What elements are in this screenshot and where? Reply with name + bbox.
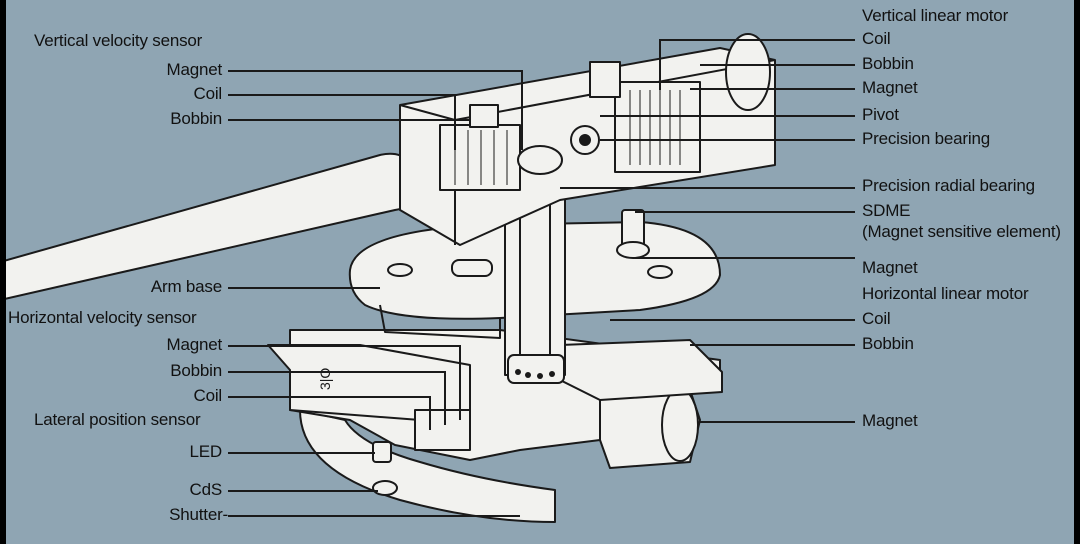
label-hl-coil: Coil (862, 309, 891, 328)
label-sdme: SDME (862, 201, 911, 220)
shutter-arc (299, 409, 556, 523)
leader-hv-bobbin (228, 371, 446, 425)
label-hl-magnet: Magnet (862, 411, 918, 430)
label-precision-bearing: Precision bearing (862, 129, 990, 148)
leader-vv-magnet (228, 70, 523, 150)
label-vertical-velocity-sensor: Vertical velocity sensor (34, 31, 203, 50)
label-vl-bobbin: Bobbin (862, 54, 914, 73)
label-vertical-linear-motor: Vertical linear motor (862, 6, 1009, 25)
set-screw (451, 259, 493, 277)
label-pivot: Pivot (862, 105, 899, 124)
leader-vv-coil (228, 94, 456, 150)
label-led: LED (189, 442, 223, 461)
label-precision-radial-bearing: Precision radial bearing (862, 176, 1035, 195)
leader-hv-coil (228, 396, 431, 430)
label-hv-bobbin: Bobbin (170, 361, 222, 380)
label-cds: CdS (189, 480, 223, 499)
label-sdme-magnet: Magnet (862, 258, 918, 277)
vv-coil (439, 124, 521, 191)
label-arm-base: Arm base (150, 277, 222, 296)
label-vl-magnet: Magnet (862, 78, 918, 97)
label-horizontal-velocity-sensor: Horizontal velocity sensor (8, 308, 197, 327)
label-vl-coil: Coil (862, 29, 891, 48)
leader-hv-magnet (228, 345, 461, 420)
label-lateral-position-sensor: Lateral position sensor (34, 410, 201, 429)
label-vv-magnet: Magnet (166, 60, 222, 79)
cds-component (372, 480, 398, 496)
label-hv-magnet: Magnet (166, 335, 222, 354)
label-sdme-full: (Magnet sensitive element) (862, 222, 1061, 241)
left-border (0, 0, 6, 544)
label-hv-coil: Coil (193, 386, 223, 405)
ball-bearing (507, 354, 565, 384)
shutter-marking: 3|O (317, 368, 333, 390)
label-shutter: Shutter- (169, 505, 228, 524)
label-hl-bobbin: Bobbin (862, 334, 914, 353)
label-vv-coil: Coil (193, 84, 223, 103)
right-border (1074, 0, 1080, 544)
label-vv-bobbin: Bobbin (170, 109, 222, 128)
label-horizontal-linear-motor: Horizontal linear motor (862, 284, 1029, 303)
leader-vl-coil (659, 39, 855, 90)
led-component (372, 441, 392, 463)
motor-cylinder (725, 33, 771, 111)
vl-coil (614, 81, 701, 173)
lower-right-block (559, 339, 723, 401)
lateral-sensor-block (414, 409, 471, 451)
